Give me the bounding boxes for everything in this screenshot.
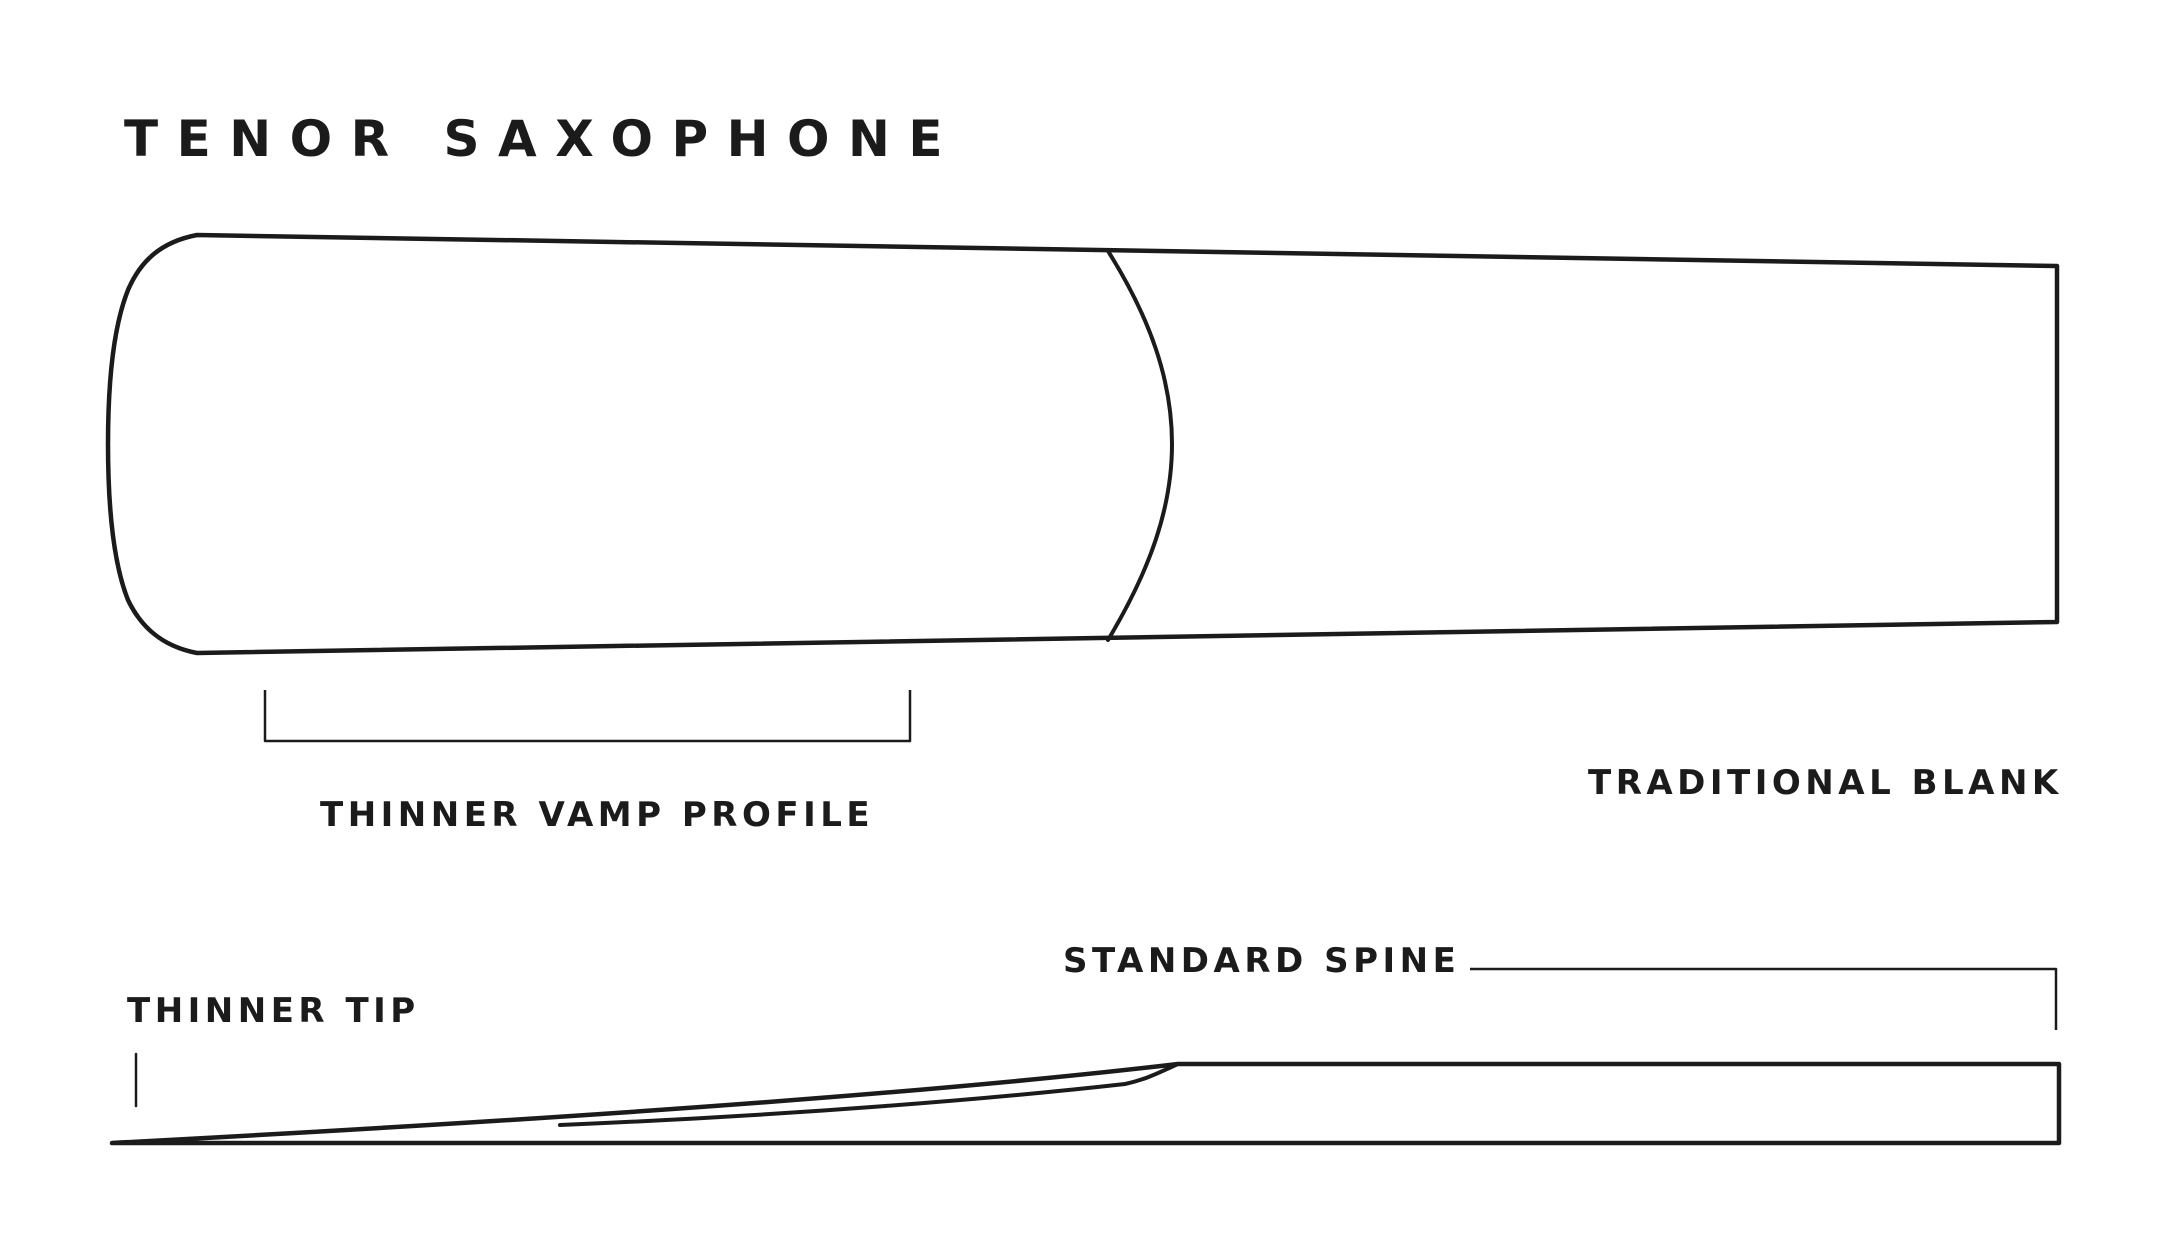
label-standard-spine: STANDARD SPINE [1063,941,1461,981]
page-title: TENOR SAXOPHONE [124,110,961,168]
vamp-cut-arc [1106,249,1174,642]
label-thinner-tip: THINNER TIP [127,991,420,1031]
vamp-profile-bracket [263,690,912,743]
label-traditional-blank: TRADITIONAL BLANK [1588,763,2063,803]
reed-top-view-outline [105,232,2060,656]
vamp-heel-cut-line [558,1062,1180,1127]
spine-leader-line [1470,967,2058,1030]
reed-side-view-outline [109,1061,2062,1146]
label-thinner-vamp-profile: THINNER VAMP PROFILE [320,795,875,835]
